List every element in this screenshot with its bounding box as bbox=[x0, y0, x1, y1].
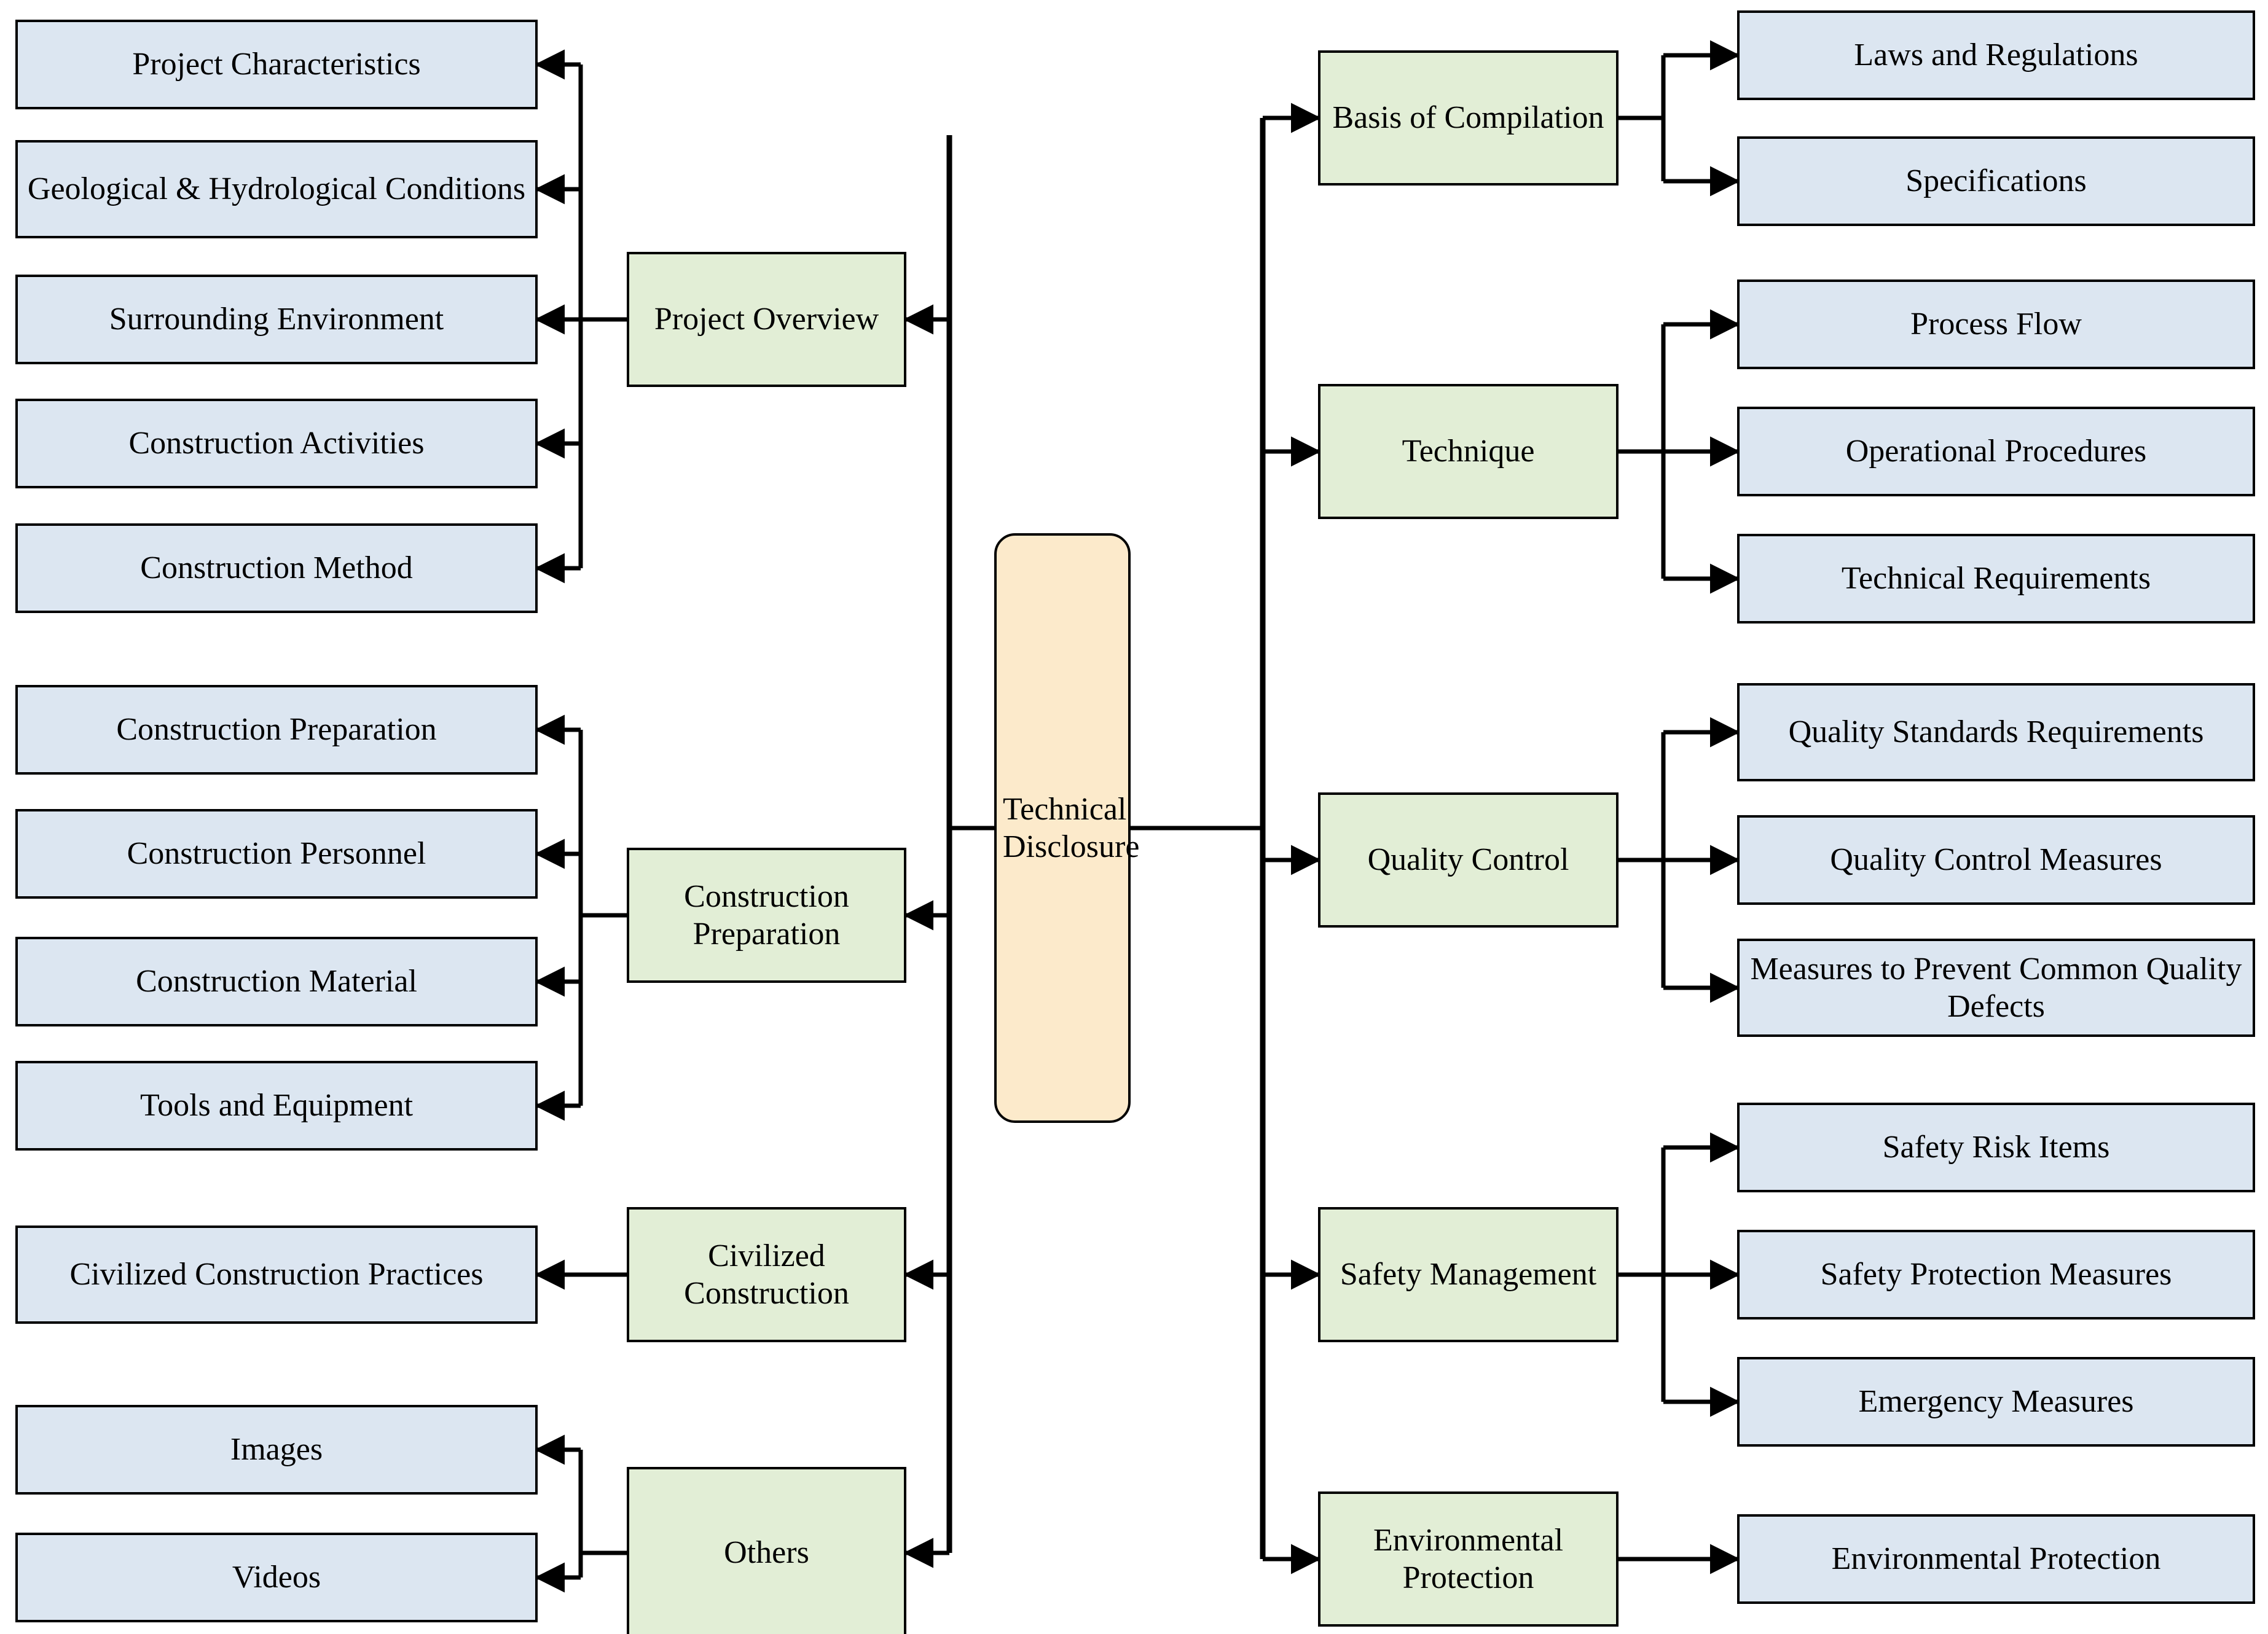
leaf-process-flow[interactable]: Process Flow bbox=[1737, 280, 2255, 369]
node-label: Construction Activities bbox=[128, 426, 425, 461]
branch-civilized-construction[interactable]: Civilized Construction bbox=[627, 1207, 906, 1342]
leaf-emergency-measures[interactable]: Emergency Measures bbox=[1737, 1357, 2255, 1447]
leaf-quality-control-measures[interactable]: Quality Control Measures bbox=[1737, 815, 2255, 905]
node-label: Others bbox=[724, 1535, 809, 1571]
leaf-construction-preparation[interactable]: Construction Preparation bbox=[15, 685, 538, 775]
node-label: Civilized Construction bbox=[684, 1238, 849, 1311]
node-label: Geological & Hydrological Conditions bbox=[27, 171, 526, 207]
leaf-surrounding-environment[interactable]: Surrounding Environment bbox=[15, 275, 538, 364]
node-label: Construction Method bbox=[140, 550, 413, 586]
node-label: Process Flow bbox=[1910, 307, 2082, 342]
leaf-laws-and-regulations[interactable]: Laws and Regulations bbox=[1737, 10, 2255, 100]
node-label: Quality Control bbox=[1367, 842, 1569, 878]
branch-construction-preparation[interactable]: Construction Preparation bbox=[627, 848, 906, 983]
node-label: Images bbox=[230, 1432, 323, 1468]
leaf-project-characteristics[interactable]: Project Characteristics bbox=[15, 20, 538, 109]
leaf-videos[interactable]: Videos bbox=[15, 1533, 538, 1622]
leaf-measures-to-prevent-common-quality-defects[interactable]: Measures to Prevent Common Quality Defec… bbox=[1737, 939, 2255, 1037]
node-label: Construction Preparation bbox=[684, 878, 849, 952]
leaf-images[interactable]: Images bbox=[15, 1405, 538, 1495]
leaf-tools-and-equipment[interactable]: Tools and Equipment bbox=[15, 1061, 538, 1151]
leaf-quality-standards-requirements[interactable]: Quality Standards Requirements bbox=[1737, 683, 2255, 781]
branch-others[interactable]: Others bbox=[627, 1467, 906, 1634]
node-label: Project Overview bbox=[654, 302, 879, 337]
node-label: Quality Standards Requirements bbox=[1788, 714, 2204, 750]
node-label: Measures to Prevent Common Quality Defec… bbox=[1750, 951, 2242, 1024]
leaf-construction-material[interactable]: Construction Material bbox=[15, 937, 538, 1026]
leaf-environmental-protection[interactable]: Environmental Protection bbox=[1737, 1514, 2255, 1604]
root-technical-disclosure[interactable]: Technical Disclosure bbox=[994, 533, 1140, 1123]
node-label: Specifications bbox=[1905, 163, 2087, 199]
node-label: Safety Protection Measures bbox=[1820, 1257, 2172, 1292]
leaf-safety-risk-items[interactable]: Safety Risk Items bbox=[1737, 1103, 2255, 1192]
leaf-civilized-construction-practices[interactable]: Civilized Construction Practices bbox=[15, 1226, 538, 1324]
branch-quality-control[interactable]: Quality Control bbox=[1318, 792, 1619, 928]
leaf-safety-protection-measures[interactable]: Safety Protection Measures bbox=[1737, 1230, 2255, 1319]
node-label: Construction Material bbox=[136, 964, 417, 999]
leaf-construction-method[interactable]: Construction Method bbox=[15, 523, 538, 613]
branch-environmental-protection[interactable]: Environmental Protection bbox=[1318, 1491, 1619, 1627]
branch-technique[interactable]: Technique bbox=[1318, 384, 1619, 519]
node-label: Tools and Equipment bbox=[139, 1088, 414, 1124]
leaf-operational-procedures[interactable]: Operational Procedures bbox=[1737, 407, 2255, 496]
branch-basis-of-compilation[interactable]: Basis of Compilation bbox=[1318, 50, 1619, 186]
node-label: Environmental Protection bbox=[1831, 1541, 2161, 1577]
node-label: Emergency Measures bbox=[1858, 1384, 2134, 1420]
branch-project-overview[interactable]: Project Overview bbox=[627, 252, 906, 387]
leaf-technical-requirements[interactable]: Technical Requirements bbox=[1737, 534, 2255, 624]
node-label: Basis of Compilation bbox=[1332, 100, 1604, 136]
branch-safety-management[interactable]: Safety Management bbox=[1318, 1207, 1619, 1342]
leaf-specifications[interactable]: Specifications bbox=[1737, 136, 2255, 226]
leaf-geological-hydrological-conditions[interactable]: Geological & Hydrological Conditions bbox=[15, 140, 538, 238]
node-label: Technique bbox=[1402, 434, 1535, 469]
node-label: Construction Preparation bbox=[116, 712, 437, 748]
node-label: Construction Personnel bbox=[127, 836, 426, 872]
leaf-construction-activities[interactable]: Construction Activities bbox=[15, 399, 538, 488]
node-label: Laws and Regulations bbox=[1854, 37, 2138, 73]
node-label: Technical Disclosure bbox=[1003, 791, 1140, 864]
node-label: Civilized Construction Practices bbox=[69, 1257, 484, 1292]
node-label: Project Characteristics bbox=[132, 47, 421, 82]
node-label: Safety Risk Items bbox=[1882, 1130, 2110, 1165]
leaf-construction-personnel[interactable]: Construction Personnel bbox=[15, 809, 538, 899]
node-label: Environmental Protection bbox=[1373, 1522, 1564, 1595]
node-label: Operational Procedures bbox=[1845, 434, 2147, 469]
node-label: Technical Requirements bbox=[1841, 561, 2151, 596]
node-label: Quality Control Measures bbox=[1830, 842, 2162, 878]
node-label: Videos bbox=[232, 1560, 321, 1595]
node-label: Surrounding Environment bbox=[109, 302, 444, 337]
node-label: Safety Management bbox=[1340, 1257, 1597, 1292]
